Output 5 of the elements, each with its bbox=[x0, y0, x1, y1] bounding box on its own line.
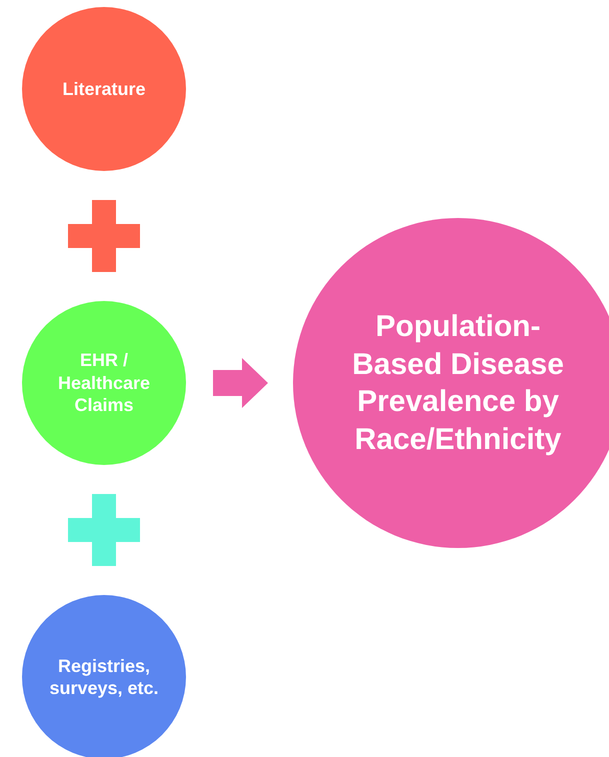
node-label: EHR / Healthcare Claims bbox=[56, 349, 152, 417]
node-label: Literature bbox=[61, 78, 147, 100]
block-arrow bbox=[213, 358, 268, 408]
node-label: Population-Based Disease Prevalence by Race/Ethnicity bbox=[351, 309, 565, 458]
node-label: Registries, surveys, etc. bbox=[48, 654, 160, 700]
